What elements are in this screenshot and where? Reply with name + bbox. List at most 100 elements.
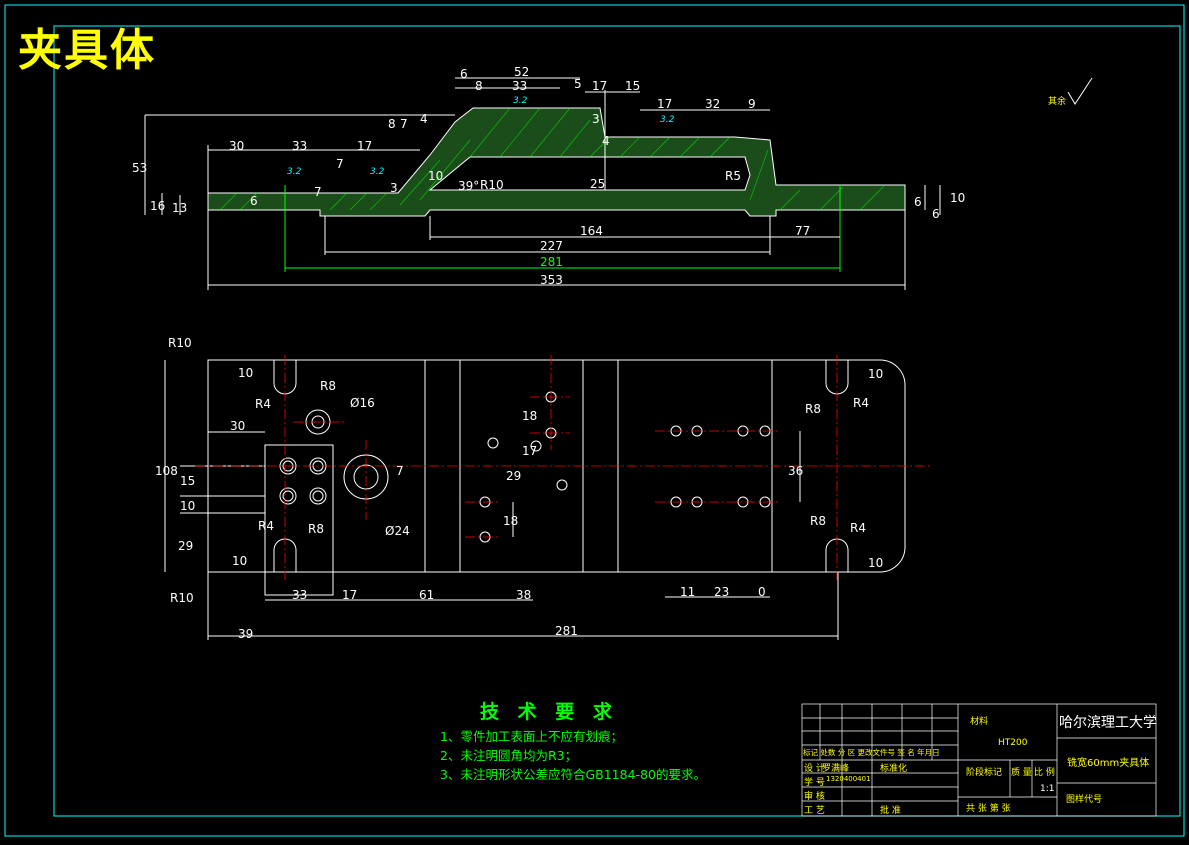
- scale-value: 1:1: [1040, 784, 1055, 794]
- dim-label: 33: [512, 79, 527, 93]
- review-label: 审 核: [804, 792, 825, 802]
- dim-label: 108: [155, 464, 178, 478]
- sheet-count: 共 张 第 张: [966, 804, 1011, 814]
- dim-label: R4: [258, 519, 274, 533]
- dim-label: 33: [292, 139, 307, 153]
- dim-label: R10: [168, 336, 192, 350]
- dim-label: 29: [506, 469, 521, 483]
- drawing-number-label: 图样代号: [1066, 795, 1103, 805]
- dim-label: Ø16: [350, 396, 375, 410]
- revision-header: 标记 处数 分 区 更改文件号 签 名 年月日: [803, 748, 940, 757]
- material-label: 材料: [970, 717, 989, 727]
- dim-label: 77: [795, 224, 810, 238]
- dim-label: 25: [590, 177, 605, 191]
- dim-label: R10: [480, 178, 504, 192]
- dim-label: 17: [357, 139, 372, 153]
- student-label: 学 号: [804, 778, 825, 788]
- dim-label: 6: [932, 207, 940, 221]
- dim-label: 7: [396, 464, 404, 478]
- dim-label: 9: [748, 97, 756, 111]
- dim-label: 17: [592, 79, 607, 93]
- center-lines: [195, 355, 930, 580]
- plan-dimension-labels: R10 10 R4 R8 Ø16 30 108 15 10 29 R4 R8 Ø…: [155, 336, 883, 641]
- outer-frame: [4, 4, 1185, 837]
- weight-label: 质 量: [1011, 768, 1032, 778]
- dim-label: 281: [555, 624, 578, 638]
- dim-label: 39°: [458, 179, 479, 193]
- dim-label: 3: [390, 181, 398, 195]
- tech-requirements-heading: 技 术 要 求: [480, 701, 618, 723]
- dim-label: 6: [914, 195, 922, 209]
- dim-label: R8: [320, 379, 336, 393]
- dim-label: 4: [420, 112, 428, 126]
- dim-label: 8: [388, 117, 396, 131]
- part-name: 铣宽60mm夹具体: [1067, 758, 1150, 769]
- approve-label: 批 准: [880, 806, 901, 816]
- dim-label: 164: [580, 224, 603, 238]
- dim-label: 0: [758, 585, 766, 599]
- roughness-value: 3.2: [287, 167, 302, 177]
- dim-label: 10: [180, 499, 195, 513]
- scale-label: 比 例: [1034, 768, 1055, 778]
- design-label: 设 计: [804, 764, 825, 774]
- dim-label: 8: [475, 79, 483, 93]
- section-view: [144, 77, 941, 290]
- tech-requirement-1: 1、零件加工表面上不应有划痕；: [440, 729, 623, 744]
- dim-label: 5: [574, 77, 582, 91]
- dim-label: 17: [342, 588, 357, 602]
- dim-label: 39: [238, 627, 253, 641]
- dim-label: 353: [540, 273, 563, 287]
- dim-label: R4: [255, 397, 271, 411]
- dim-label: 53: [132, 161, 147, 175]
- roughness-other-label: 其余: [1048, 95, 1066, 107]
- dim-label: 38: [516, 588, 531, 602]
- dim-label: 52: [514, 65, 529, 79]
- roughness-value: 3.2: [370, 167, 385, 177]
- dim-label: R8: [308, 522, 324, 536]
- dim-label: 33: [292, 588, 307, 602]
- dim-label: 16: [150, 199, 165, 213]
- dim-label: 23: [714, 585, 729, 599]
- roughness-symbol-icon: 其余: [1048, 77, 1093, 107]
- stage-label: 阶段标记: [966, 768, 1003, 778]
- dim-label: 36: [788, 464, 803, 478]
- dim-label: 30: [229, 139, 244, 153]
- designer-name: 罗满峰: [822, 764, 850, 774]
- dim-label: 10: [868, 556, 883, 570]
- dim-label: 6: [250, 194, 258, 208]
- roughness-value: 3.2: [513, 96, 528, 106]
- dim-label: 227: [540, 239, 563, 253]
- dim-label: 10: [428, 169, 443, 183]
- dim-label: 281: [540, 255, 563, 269]
- dim-label: 30: [230, 419, 245, 433]
- dim-label: 11: [680, 585, 695, 599]
- dim-label: 7: [314, 185, 322, 199]
- dim-label: 3: [592, 112, 600, 126]
- dim-label: 32: [705, 97, 720, 111]
- drawing-title: 夹具体: [18, 25, 156, 76]
- standard-label: 标准化: [880, 764, 908, 774]
- dim-label: 7: [336, 157, 344, 171]
- dim-label: 10: [868, 367, 883, 381]
- university-name: 哈尔滨理工大学: [1059, 715, 1157, 731]
- roughness-value: 3.2: [660, 115, 675, 125]
- dim-label: R5: [725, 169, 741, 183]
- dim-label: R4: [853, 396, 869, 410]
- dim-label: 17: [657, 97, 672, 111]
- dim-label: 10: [950, 191, 965, 205]
- title-block: [801, 703, 1157, 817]
- dim-label: 7: [400, 117, 408, 131]
- dim-label: 29: [178, 539, 193, 553]
- plan-view: [164, 359, 906, 640]
- inner-frame: [53, 25, 1181, 817]
- dim-label: 18: [503, 514, 518, 528]
- tech-requirement-3: 3、未注明形状公差应符合GB1184-80的要求。: [440, 767, 706, 782]
- dim-label: 10: [238, 366, 253, 380]
- roughness-labels: 3.2 3.2 3.2 3.2: [287, 96, 675, 177]
- student-number: 1320400401: [826, 775, 871, 783]
- dim-label: 10: [232, 554, 247, 568]
- dim-label: R10: [170, 591, 194, 605]
- dim-label: 4: [602, 134, 610, 148]
- dim-label: R8: [810, 514, 826, 528]
